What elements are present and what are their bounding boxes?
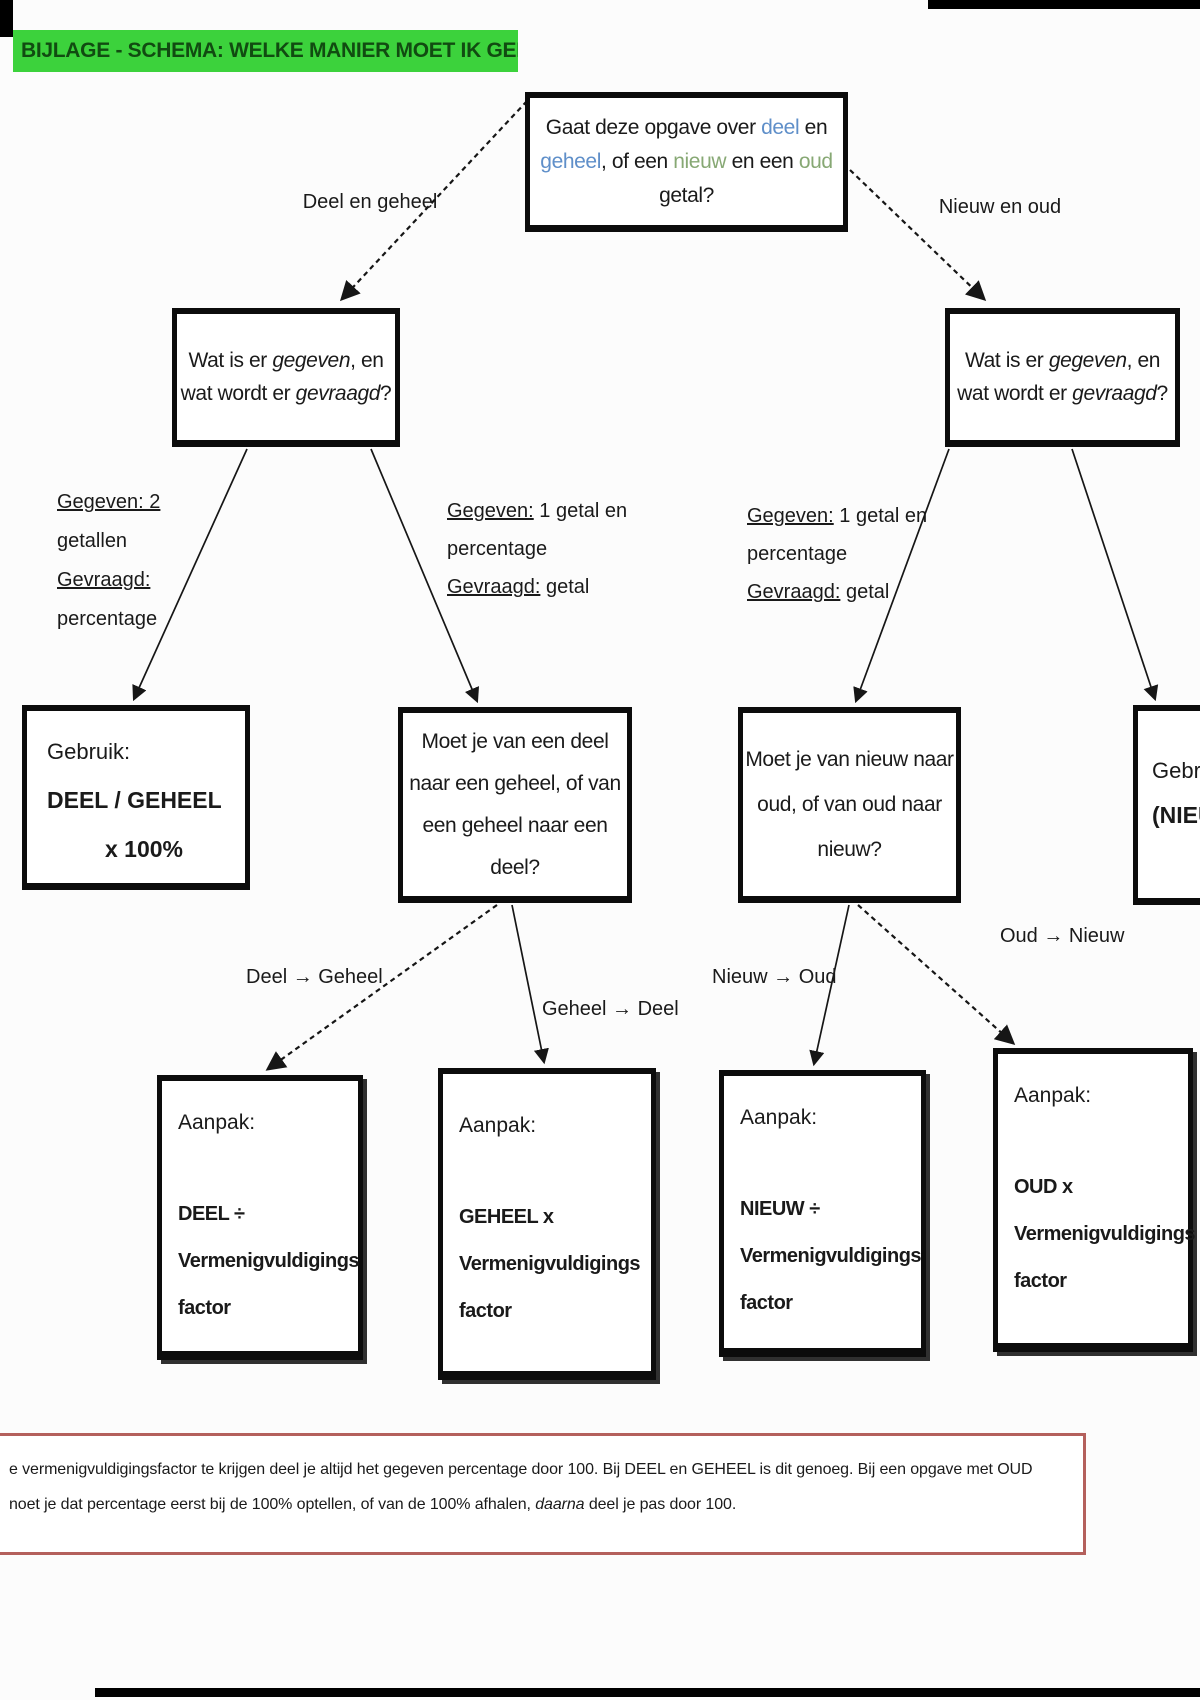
edge-label-deel-to-geheel: Deel → Geheel — [246, 966, 383, 988]
aanpak-label: Aanpak: — [1014, 1084, 1092, 1107]
edge-nieuwvraag-to-aanpakoud — [857, 904, 1016, 1045]
edge-label-geheel-to-deel: Geheel → Deel — [542, 998, 679, 1020]
scan-artifact-topleft — [0, 0, 13, 37]
edge-rightgiven-to-gebruiknieuw — [1071, 448, 1159, 702]
footnote-box: e vermenigvuldigingsfactor te krijgen de… — [0, 1433, 1086, 1555]
aanpak-label: Aanpak: — [178, 1111, 256, 1134]
edge-rightgiven-to-nieuwvraag — [853, 448, 950, 704]
edge-leftgiven-to-deelvraag — [370, 448, 480, 704]
aanpak-label: Aanpak: — [459, 1114, 537, 1137]
result-box-gebruik-nieuw-clipped: Gebruik:(NIEUW — [1133, 705, 1200, 905]
edge-nieuwvraag-to-aanpaknieuw — [809, 904, 850, 1067]
edge-deelvraag-to-aanpakgeheel — [511, 904, 549, 1065]
scan-artifact-topright — [928, 0, 1200, 9]
edge-leftgiven-to-gebruik — [132, 448, 248, 702]
edge-label-nieuw-to-oud: Nieuw → Oud — [712, 966, 837, 988]
aanpak-label: Aanpak: — [740, 1106, 818, 1129]
edge-label-deel-en-geheel: Deel en geheel — [302, 191, 438, 213]
edge-root-to-left-given — [339, 100, 528, 302]
scan-artifact-bottom-rule — [95, 1688, 1200, 1697]
edge-label-oud-to-nieuw: Oud → Nieuw — [1000, 925, 1125, 947]
edge-deelvraag-to-aanpakdeel — [265, 904, 498, 1071]
page-title: BIJLAGE - SCHEMA: WELKE MANIER MOET IK G… — [13, 30, 518, 72]
edge-label-nieuw-en-oud: Nieuw en oud — [938, 196, 1062, 218]
edge-root-to-right-given — [849, 169, 987, 302]
